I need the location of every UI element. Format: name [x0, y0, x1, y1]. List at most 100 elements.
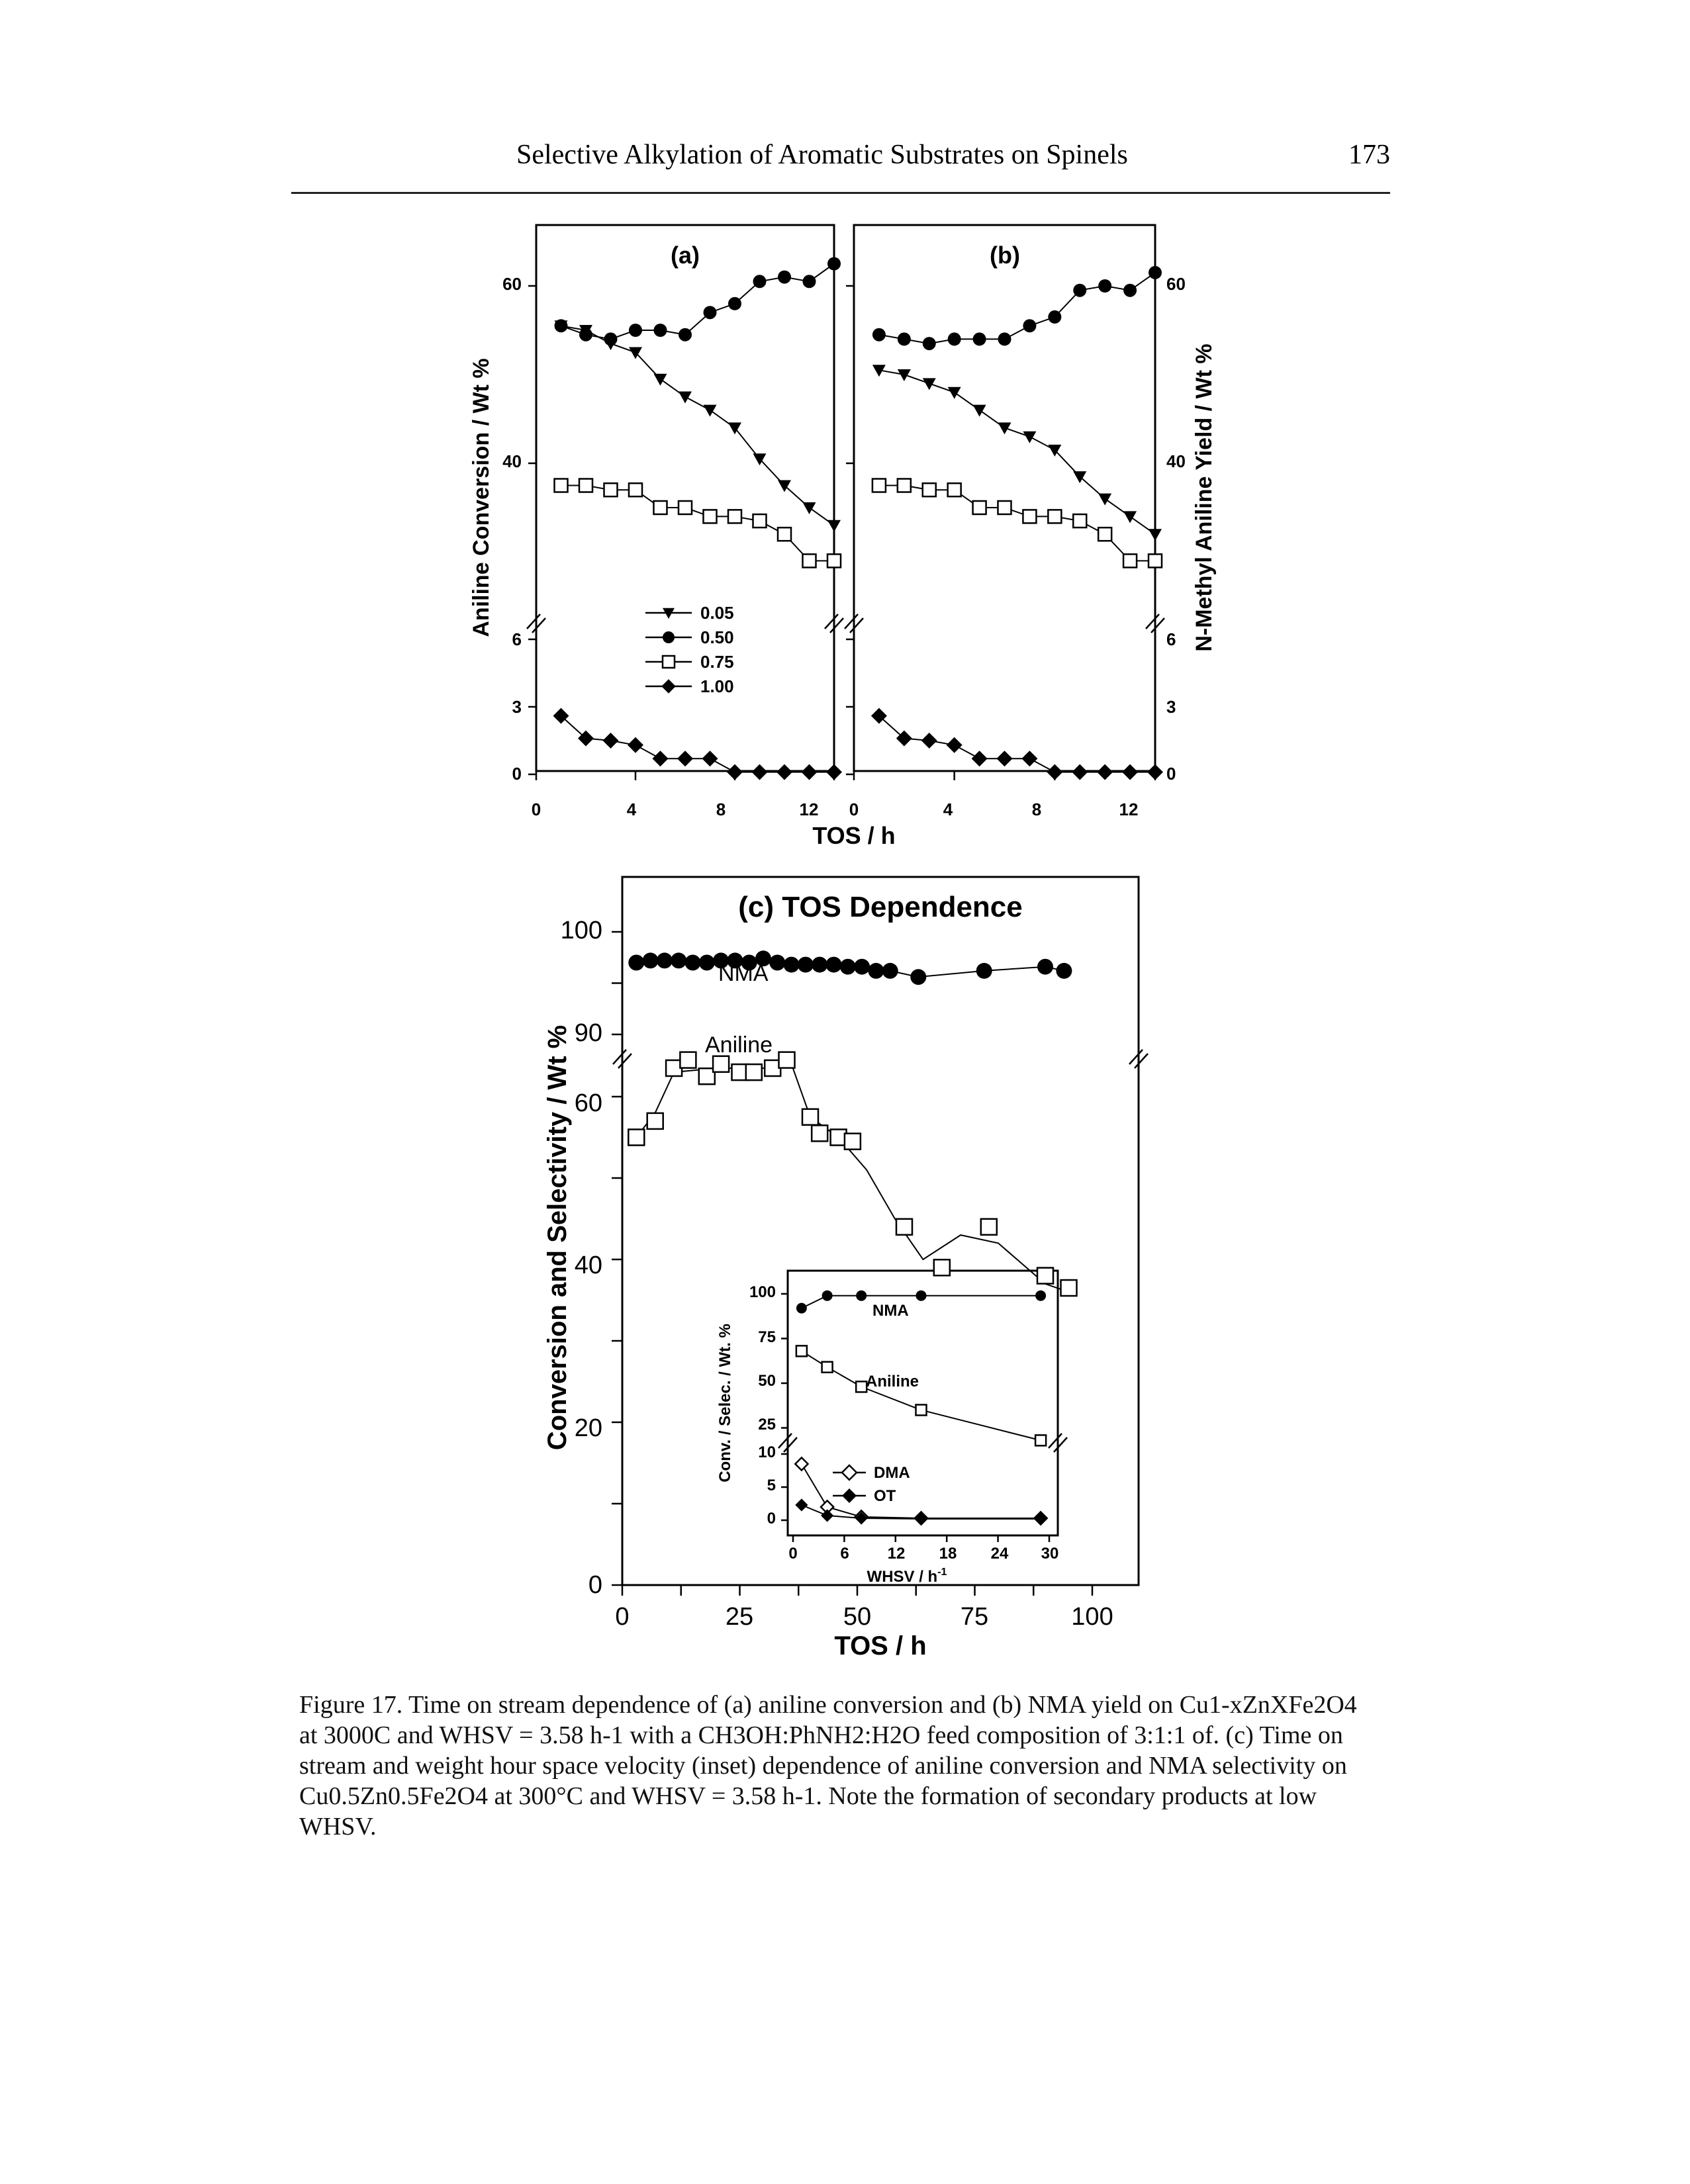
panel-a-point-2-2 [603, 482, 618, 498]
ab-xlabel: TOS / h [812, 822, 895, 849]
inset-ytick-25: 25 [758, 1416, 776, 1433]
panel-b-point-2-6 [1022, 509, 1037, 524]
panel-b-point-3-0 [870, 707, 887, 724]
panel-c-xtick-100: 100 [1071, 1603, 1113, 1631]
panel-b-point-0-5 [998, 332, 1011, 346]
panel-b-line-0 [878, 272, 1156, 345]
panel-c-nma-point-19 [910, 969, 927, 985]
panel-b-point-2-4 [972, 500, 987, 516]
panel-b-point-1-6 [1023, 431, 1037, 443]
inset-point-3-1 [821, 1509, 834, 1522]
panel-a-point-3-11 [826, 764, 842, 780]
panel-c-nma-point-3 [671, 952, 687, 969]
panel-b-point-3-9 [1097, 764, 1113, 780]
panel-a-label: (a) [671, 242, 700, 269]
panel-c-nma-point-14 [825, 956, 842, 973]
panel-c-frame [621, 876, 1140, 1586]
panel-a-point-1-0 [554, 319, 568, 333]
panel-b-point-3-1 [896, 730, 912, 747]
inset-point-1-2 [855, 1381, 868, 1393]
panel-a-point-3-5 [677, 751, 693, 767]
panel-b-point-1-9 [1098, 493, 1112, 506]
page-number: 173 [1348, 140, 1390, 170]
inset-point-3-0 [795, 1498, 808, 1512]
inset-xtick-24: 24 [991, 1545, 1009, 1563]
panel-a-point-0-4 [653, 373, 667, 386]
panel-c-ytick-90: 90 [575, 1019, 602, 1047]
legend-entry-0.75: 0.75 [700, 652, 734, 672]
inset-ytick-100: 100 [749, 1283, 776, 1301]
panel-c-aniline-point-17 [1036, 1267, 1055, 1285]
panel-b-ytick-3: 3 [1166, 697, 1176, 717]
panel-b-axis-break-right-1 [1145, 614, 1160, 629]
panel-c-nma-point-21 [1037, 958, 1053, 975]
inset-xtick-18: 18 [939, 1545, 957, 1563]
panel-c-nma-point-20 [976, 962, 992, 979]
inset-ytick-75: 75 [758, 1328, 776, 1346]
inset-ytick-0: 0 [767, 1510, 776, 1527]
panel-c-aniline-point-15 [933, 1259, 951, 1277]
panel-b-point-0-11 [1149, 265, 1162, 279]
panel-a-point-0-7 [728, 422, 741, 435]
legend-entry-1.00: 1.00 [700, 676, 734, 696]
panel-c-nma-point-5 [698, 954, 715, 971]
panel-c-nma-point-15 [839, 958, 856, 975]
inset-legend: DMA OT [833, 1464, 910, 1505]
panel-c-axis-break-right-1 [1129, 1049, 1143, 1065]
panel-b-ylabel: N-Methyl Aniline Yield / Wt % [1192, 343, 1217, 651]
panel-a-axis-break-right-1 [824, 614, 839, 629]
panel-c-nma-point-11 [783, 956, 800, 973]
inset-xtick-30: 30 [1041, 1545, 1059, 1563]
panel-a-point-2-8 [752, 513, 767, 529]
panel-a-point-0-6 [703, 404, 717, 417]
panel-a-point-1-9 [778, 270, 791, 284]
panel-c-nma-point-4 [684, 954, 701, 971]
header-rule [291, 192, 1390, 194]
panel-a-xtick-0: 0 [532, 799, 541, 819]
panel-b-point-1-0 [872, 365, 886, 377]
panel-b-ytick-0: 0 [1166, 764, 1176, 784]
panel-a-point-3-3 [628, 737, 643, 753]
panel-b-point-3-7 [1047, 764, 1063, 780]
panel-b-point-0-7 [1048, 310, 1062, 324]
panel-a-point-2-7 [727, 509, 743, 524]
inset-axis-break-left-2 [783, 1437, 798, 1453]
panel-b-ytick-40: 40 [1166, 451, 1186, 471]
panel-c-ytick-20: 20 [575, 1414, 602, 1442]
panel-c-aniline-point-13 [843, 1132, 862, 1150]
panel-b-point-1-1 [897, 369, 911, 381]
panel-b-point-0-0 [872, 328, 886, 341]
panel-a-line-2 [561, 484, 834, 562]
panel-a-axis-break-right-2 [829, 617, 844, 633]
inset-ytick-10: 10 [758, 1443, 776, 1461]
panel-a-point-1-6 [703, 306, 717, 320]
panel-b-point-2-5 [997, 500, 1012, 516]
panel-b-point-3-5 [996, 751, 1013, 767]
panel-c-aniline-point-4 [698, 1068, 716, 1085]
panel-b-point-2-9 [1097, 526, 1113, 542]
panel-b-line-2 [878, 484, 1155, 562]
inset-frame [786, 1269, 1059, 1537]
inset-label-aniline: Aniline [866, 1373, 919, 1390]
inset-axis-break-left-1 [778, 1433, 792, 1449]
panel-c-aniline-point-14 [895, 1218, 914, 1236]
panel-b-ytick-60: 60 [1166, 274, 1186, 294]
inset: 100 75 50 25 10 5 0 0 6 12 18 24 30 WHSV… [716, 1269, 1059, 1586]
panel-a-point-2-4 [653, 500, 668, 516]
panel-a-xtick-4: 4 [627, 799, 637, 819]
panel-b-point-1-11 [1149, 529, 1162, 541]
panel-b-point-3-4 [971, 751, 988, 767]
inset-axis-break-right-1 [1048, 1433, 1062, 1449]
legend-entry-0.05: 0.05 [700, 603, 734, 623]
panel-b-point-2-8 [1072, 513, 1088, 529]
inset-point-0-3 [915, 1290, 927, 1301]
panel-c-aniline-point-9 [778, 1051, 796, 1069]
panel-a-point-0-3 [629, 347, 642, 359]
panel-a-legend-marker-1 [663, 631, 675, 643]
panel-b-point-0-4 [972, 332, 986, 346]
panel-a-ytick-0: 0 [512, 764, 522, 784]
inset-axis-break-right-2 [1053, 1437, 1068, 1453]
panel-c-nma-point-7 [727, 952, 743, 969]
panel-b-axis-break-left-2 [849, 617, 864, 633]
panel-a-ylabel: Aniline Conversion / Wt % [469, 358, 494, 637]
